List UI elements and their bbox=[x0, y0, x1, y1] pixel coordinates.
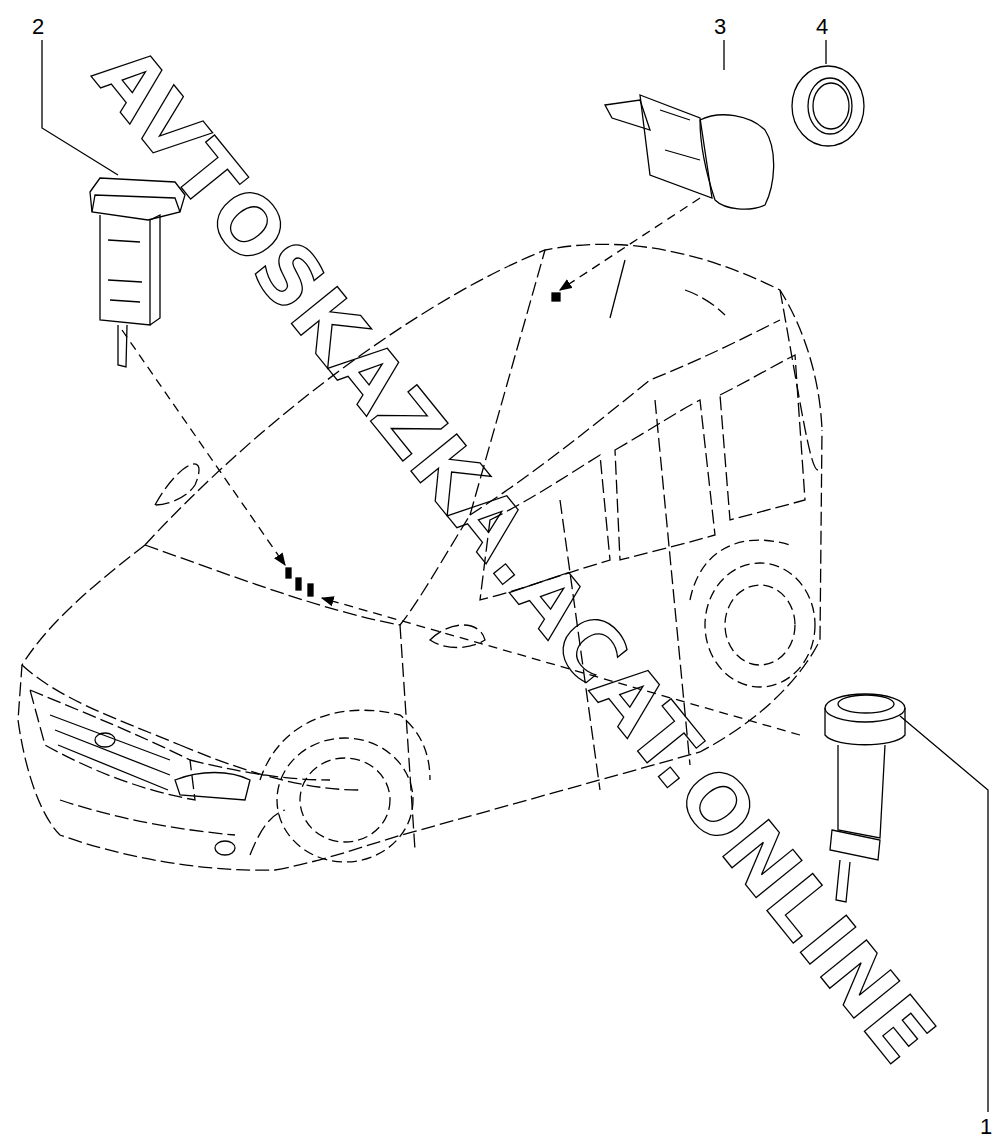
callout-number: 3 bbox=[714, 16, 726, 38]
socket-part-3 bbox=[605, 95, 774, 209]
switch-part-2 bbox=[90, 178, 185, 367]
ring-part-4 bbox=[792, 66, 864, 146]
socket-part-1 bbox=[825, 694, 905, 902]
callout-number: 2 bbox=[32, 16, 44, 38]
callout-number: 1 bbox=[980, 1116, 992, 1138]
callout-number: 4 bbox=[816, 16, 828, 38]
watermark: AVTOSKAZKA.ACAT.ONLINE bbox=[81, 32, 949, 1077]
front-details bbox=[50, 715, 250, 855]
